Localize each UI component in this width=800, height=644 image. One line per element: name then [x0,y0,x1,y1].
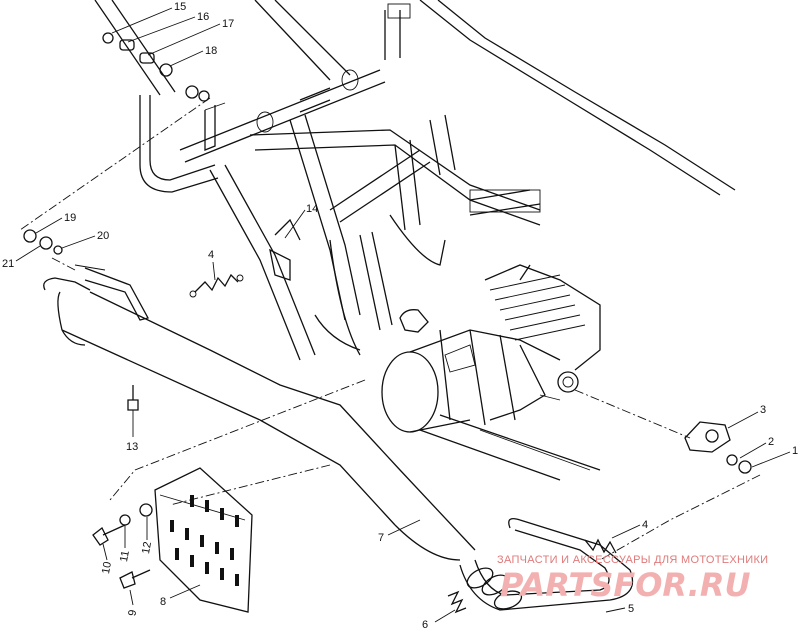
callout-3: 3 [760,404,766,416]
callout-11: 11 [118,550,132,563]
engine [381,264,601,433]
callout-8: 8 [160,596,166,608]
callout-1: 1 [792,445,798,457]
callout-10: 10 [100,561,114,575]
assembly-lines [19,97,761,561]
hardware [23,32,752,614]
callout-16: 16 [197,11,209,23]
callout-4-upper: 4 [208,249,214,261]
callout-14: 14 [306,203,318,215]
callout-19: 19 [64,212,76,224]
watermark-logo: PARTSFOR.RU [500,566,750,604]
callout-5: 5 [628,603,634,615]
watermark-caption: ЗАПЧАСТИ И АКСЕССУАРЫ ДЛЯ МОТОТЕХНИКИ [497,554,768,566]
callout-13: 13 [126,441,138,453]
callouts: 15 16 17 18 19 20 21 14 4 13 3 2 1 7 12 … [2,1,798,631]
callout-7: 7 [378,532,384,544]
callout-4-lower: 4 [642,519,648,531]
callout-18: 18 [205,45,217,57]
callout-20: 20 [97,230,109,242]
callout-15: 15 [174,1,186,13]
callout-12: 12 [140,541,154,555]
heat-shield [154,467,253,613]
callout-9: 9 [126,609,139,617]
callout-6: 6 [422,619,428,631]
muffler [43,264,476,561]
callout-17: 17 [222,18,234,30]
callout-2: 2 [768,436,774,448]
head-pipe [459,517,634,611]
watermark: ЗАПЧАСТИ И АКСЕССУАРЫ ДЛЯ МОТОТЕХНИКИ PA… [497,554,768,604]
callout-21: 21 [2,258,14,270]
leader-lines [15,7,791,623]
frame [94,0,736,481]
